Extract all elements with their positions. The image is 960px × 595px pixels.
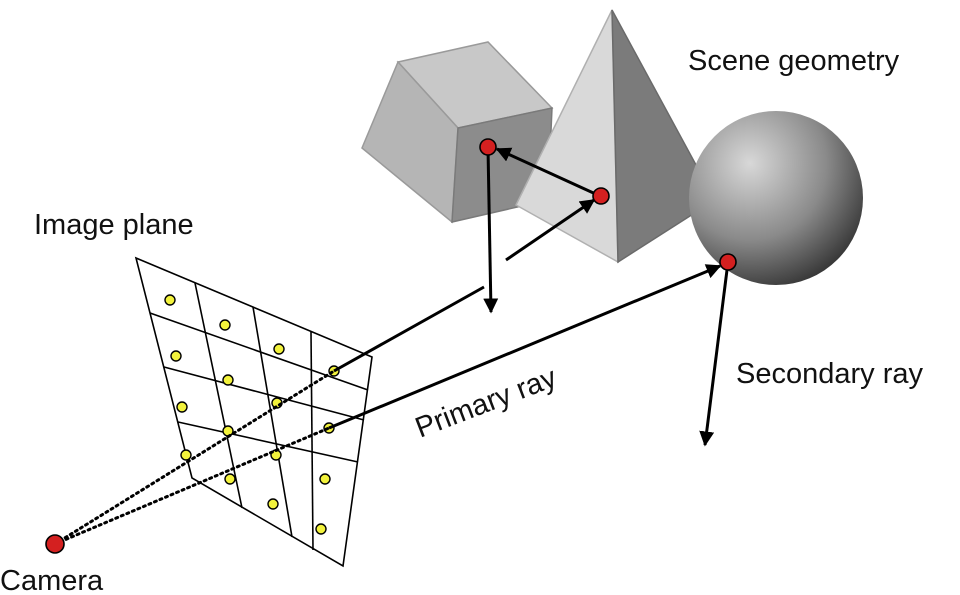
pixel-dot (222, 425, 234, 437)
pixel-dot (180, 449, 192, 461)
hit-point-cube (479, 138, 497, 156)
secondary-rays (483, 147, 730, 447)
hit-points (45, 138, 737, 554)
hit-point-pyramid (592, 187, 610, 205)
camera-label: Camera (0, 565, 104, 595)
pixel-dot (176, 401, 188, 413)
camera-rays (53, 369, 336, 546)
primary-rays (328, 198, 722, 430)
camera-point (45, 534, 65, 554)
pixel-dot (219, 319, 231, 331)
pixel-dot (222, 374, 234, 386)
pixel-dot (164, 294, 176, 306)
sphere-shape (689, 111, 863, 285)
secondary-ray-label: Secondary ray (736, 358, 923, 390)
image-plane-grid (134, 256, 373, 568)
pixel-dot (224, 473, 236, 485)
pixel-dot (273, 343, 285, 355)
scene-geometry-label: Scene geometry (688, 45, 900, 77)
pixel-dot (170, 350, 182, 362)
pixel-dot (315, 523, 327, 535)
pixel-dot (319, 473, 331, 485)
hit-point-sphere (719, 253, 737, 271)
primary-ray-label: Primary ray (411, 361, 561, 444)
pixel-dot (267, 498, 279, 510)
image-plane-label: Image plane (34, 209, 194, 241)
